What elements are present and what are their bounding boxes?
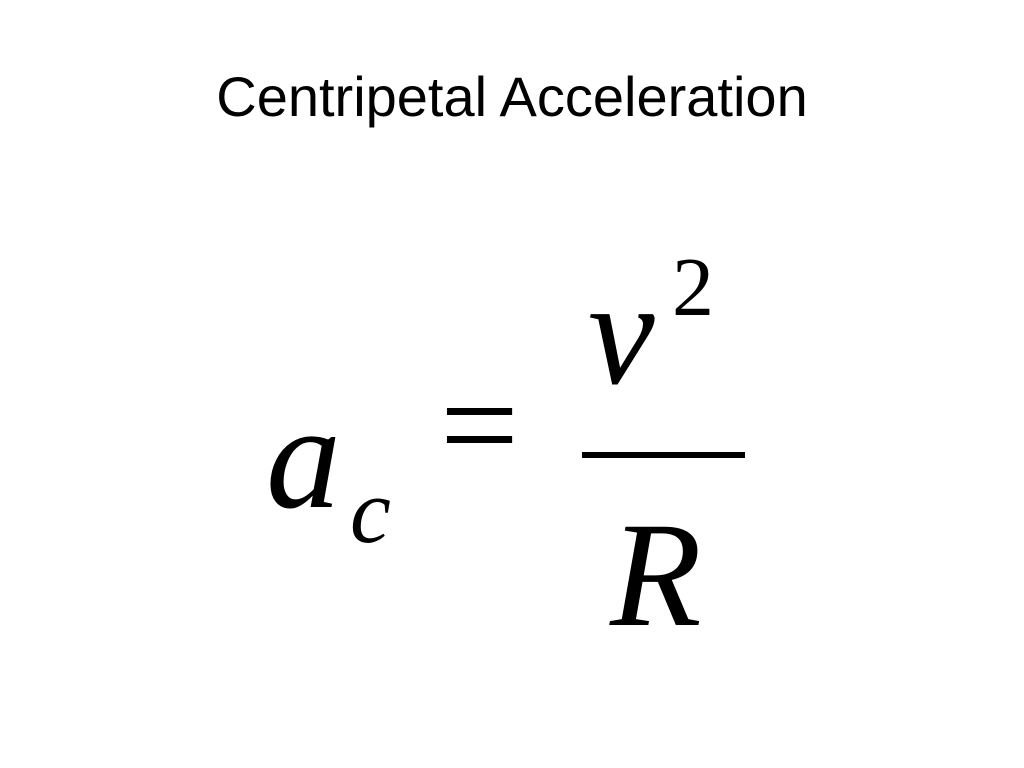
acceleration-symbol: a (266, 374, 341, 540)
velocity-symbol: v (588, 250, 655, 416)
fraction-bar (582, 452, 745, 458)
acceleration-subscript: c (350, 460, 391, 562)
velocity-exponent: 2 (672, 241, 714, 334)
radius-symbol: R (610, 492, 702, 658)
equals-sign: = (440, 348, 519, 503)
slide-title: Centripetal Acceleration (216, 65, 808, 128)
